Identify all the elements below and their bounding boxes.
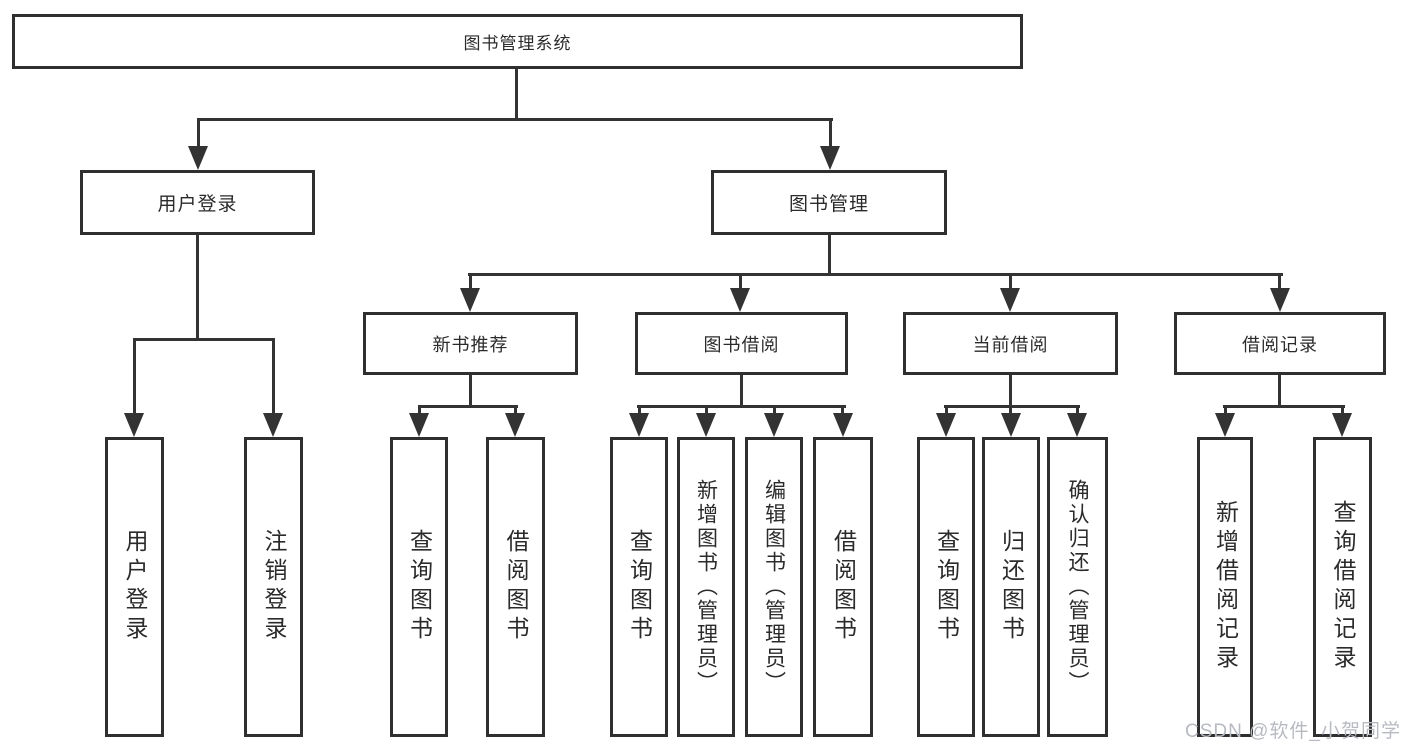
node-label: 用户登录 — [157, 194, 238, 215]
leaf-borrow-books: 借阅图书 — [813, 437, 873, 737]
leaf-query-books-current: 查询图书 — [917, 437, 975, 737]
leaf-label: 查询图书 — [933, 529, 960, 645]
leaf-query-borrow-record: 查询借阅记录 — [1313, 437, 1372, 737]
connector-vline — [638, 405, 641, 417]
csdn-watermark: CSDN @软件_小贺同学 — [1185, 721, 1401, 742]
connector-vline — [1076, 405, 1079, 417]
connector-vline — [514, 405, 517, 417]
connector-vline — [469, 273, 472, 295]
arrowhead — [764, 413, 784, 437]
leaf-label: 确认归还（管理员） — [1066, 479, 1089, 695]
connector-vline — [469, 375, 472, 408]
arrowhead — [629, 413, 649, 437]
connector-vline — [945, 405, 948, 417]
arrowhead — [696, 413, 716, 437]
connector-vline — [740, 375, 743, 408]
leaf-user-login: 用户登录 — [105, 437, 164, 737]
node-book-borrowing: 图书借阅 — [635, 312, 848, 375]
connector-vline — [1278, 273, 1281, 295]
node-root-library-system: 图书管理系统 — [12, 14, 1023, 69]
connector-vline — [705, 405, 708, 417]
arrowhead — [1270, 288, 1290, 312]
leaf-query-books-recommend: 查询图书 — [390, 437, 448, 737]
arrowhead — [1067, 413, 1087, 437]
arrowhead — [820, 146, 840, 170]
arrowhead — [188, 146, 208, 170]
connector-hline — [944, 405, 1080, 408]
node-book-management: 图书管理 — [711, 170, 947, 235]
leaf-logout: 注销登录 — [244, 437, 303, 737]
connector-vline — [133, 338, 136, 417]
node-label: 新书推荐 — [432, 334, 509, 355]
leaf-return-books: 归还图书 — [982, 437, 1040, 737]
connector-vline — [841, 405, 844, 417]
connector-hline — [1223, 405, 1345, 408]
arrowhead — [1001, 413, 1021, 437]
connector-hline — [197, 118, 833, 121]
leaf-confirm-return-admin: 确认归还（管理员） — [1047, 437, 1108, 737]
arrowhead — [833, 413, 853, 437]
connector-vline — [1009, 405, 1012, 417]
leaf-label: 注销登录 — [261, 529, 287, 645]
leaf-edit-books-admin: 编辑图书（管理员） — [745, 437, 803, 737]
leaf-query-books-borrow: 查询图书 — [610, 437, 668, 737]
node-borrowing-records: 借阅记录 — [1174, 312, 1386, 375]
arrowhead — [1332, 413, 1352, 437]
connector-vline — [196, 235, 199, 341]
connector-vline — [515, 66, 518, 121]
leaf-label: 编辑图书（管理员） — [762, 479, 786, 695]
node-label: 图书借阅 — [703, 334, 780, 355]
node-label: 图书管理 — [788, 194, 869, 215]
connector-vline — [197, 118, 200, 150]
leaf-label: 借阅图书 — [830, 529, 857, 645]
connector-vline — [828, 235, 831, 276]
connector-vline — [1224, 405, 1227, 417]
connector-vline — [1009, 273, 1012, 295]
connector-vline — [1278, 375, 1281, 408]
arrowhead — [505, 413, 525, 437]
leaf-label: 新增图书（管理员） — [694, 479, 718, 695]
connector-vline — [1341, 405, 1344, 417]
node-user-login: 用户登录 — [80, 170, 315, 235]
arrowhead — [1000, 288, 1020, 312]
arrowhead — [263, 413, 283, 437]
leaf-label: 归还图书 — [998, 529, 1025, 645]
leaf-add-books-admin: 新增图书（管理员） — [677, 437, 735, 737]
leaf-label: 查询图书 — [406, 529, 433, 645]
connector-vline — [418, 405, 421, 417]
connector-hline — [468, 273, 1283, 276]
arrowhead — [409, 413, 429, 437]
connector-hline — [637, 405, 846, 408]
node-new-book-recommendation: 新书推荐 — [363, 312, 578, 375]
node-current-borrowing: 当前借阅 — [903, 312, 1118, 375]
arrowhead — [1215, 413, 1235, 437]
node-label: 借阅记录 — [1242, 334, 1318, 355]
connector-hline — [418, 405, 518, 408]
arrowhead — [124, 413, 144, 437]
node-label: 当前借阅 — [972, 334, 1049, 355]
leaf-label: 查询图书 — [626, 529, 653, 645]
leaf-label: 查询借阅记录 — [1330, 500, 1356, 674]
connector-hline — [133, 338, 275, 341]
leaf-borrow-books-recommend: 借阅图书 — [486, 437, 545, 737]
arrowhead — [730, 288, 750, 312]
arrowhead — [460, 288, 480, 312]
leaf-label: 用户登录 — [122, 529, 148, 645]
connector-vline — [272, 338, 275, 417]
leaf-label: 新增借阅记录 — [1212, 500, 1239, 674]
connector-vline — [773, 405, 776, 417]
leaf-add-borrow-record: 新增借阅记录 — [1197, 437, 1253, 737]
connector-vline — [1009, 375, 1012, 408]
connector-vline — [739, 273, 742, 295]
leaf-label: 借阅图书 — [503, 529, 529, 645]
arrowhead — [936, 413, 956, 437]
node-label: 图书管理系统 — [463, 34, 572, 53]
connector-vline — [829, 118, 832, 150]
